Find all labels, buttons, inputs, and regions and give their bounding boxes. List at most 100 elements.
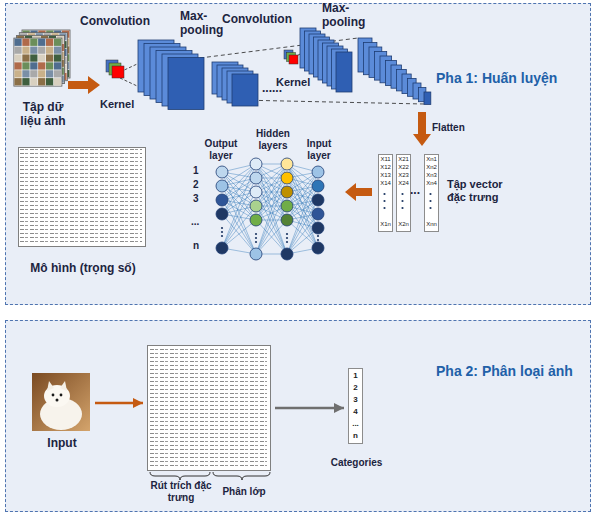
image-stack-piece (46, 39, 53, 46)
image-stack-piece (57, 60, 64, 67)
generated-illustration (14, 28, 432, 260)
dog-eye (52, 394, 55, 397)
network-link (256, 164, 287, 220)
network-link (287, 200, 318, 206)
image-stack-piece (28, 33, 35, 40)
network-link (222, 172, 256, 192)
image-stack-piece (25, 75, 32, 82)
phase-panel: Pha 2: Phân loại ảnhInputRút trích đặc t… (5, 320, 591, 512)
network-link (222, 164, 256, 172)
image-stack-piece (38, 70, 45, 77)
image-stack-piece (41, 36, 48, 43)
ellipsis-dot (317, 239, 319, 241)
ellipsis-dot (317, 243, 319, 245)
image-stack-piece (44, 57, 51, 64)
image-stack-piece (57, 44, 64, 51)
image-stack-piece (33, 75, 40, 82)
node-text: Xn2 (425, 164, 438, 171)
network-link (256, 164, 287, 192)
image-stack-piece (59, 41, 66, 48)
network-link (222, 248, 256, 254)
feature-map-stack-piece (332, 49, 348, 89)
feature-map-stack-piece (314, 37, 330, 77)
network-link (222, 220, 256, 248)
node-text: X11 (379, 156, 392, 163)
node-text: X23 (397, 172, 410, 179)
flow-arrow (275, 407, 344, 410)
weight-matrix-texture (20, 149, 142, 243)
feature-map-stack-piece (156, 51, 192, 103)
ellipsis-dot (221, 231, 223, 233)
image-stack-piece (59, 57, 66, 64)
image-stack-piece (62, 38, 69, 45)
node-text: Categories (324, 457, 389, 469)
network-link (222, 192, 256, 248)
flow-arrow (95, 402, 143, 405)
node-text: X24 (397, 180, 410, 187)
image-stack-piece (36, 49, 43, 56)
ellipsis-dot (429, 200, 431, 202)
image-stack-piece (22, 70, 29, 77)
node-text: Mô hình (trọng số) (9, 262, 157, 276)
network-link (256, 192, 287, 206)
neuron (250, 172, 262, 184)
ellipsis-dot (383, 193, 385, 195)
network-link (256, 206, 287, 207)
neuron (250, 158, 262, 170)
neuron (281, 214, 293, 226)
network-link (287, 186, 318, 192)
image-stack-piece (54, 62, 61, 69)
image-stack-piece (49, 44, 56, 51)
pooled-map-stack-piece (391, 65, 401, 88)
image-stack-piece (36, 65, 43, 72)
network-link (222, 214, 256, 220)
network-link (256, 178, 287, 220)
image-stack-piece (62, 70, 69, 77)
node-text: X2n (397, 221, 410, 228)
neuron (216, 208, 228, 220)
network-link (287, 172, 318, 206)
pooled-map-stack-piece (413, 83, 421, 99)
image-stack-piece (54, 39, 61, 46)
image-stack-piece (38, 39, 45, 46)
network-link (287, 164, 318, 200)
image-stack-piece (30, 78, 37, 85)
network-link (222, 178, 256, 214)
image-stack-piece (22, 39, 29, 46)
image-stack-piece (54, 70, 61, 77)
network-link (256, 192, 287, 206)
feature-map-stack-piece (336, 52, 352, 92)
feature-map-stack-piece (309, 34, 325, 74)
weight-matrix: Rút trích đặc trưngPhân lớp (147, 345, 271, 471)
image-stack-piece (14, 78, 21, 85)
network-link (287, 206, 318, 214)
pooled-map-stack-piece (419, 88, 426, 102)
kernel-symbol-piece (106, 60, 118, 72)
network-link (287, 228, 318, 254)
neuron (281, 186, 293, 198)
image-stack-piece (54, 62, 61, 69)
ellipsis-dot (429, 207, 431, 209)
image-stack-piece (51, 49, 58, 56)
image-stack-piece (33, 44, 40, 51)
image-stack-piece (30, 62, 37, 69)
image-stack-piece (30, 70, 37, 77)
network-link (222, 200, 256, 206)
ellipsis-dot (286, 237, 288, 239)
network-link (256, 164, 287, 178)
ellipsis-dot (317, 235, 319, 237)
node-text: Tập dữ liệu ảnh (13, 101, 73, 129)
image-stack-piece (25, 44, 32, 51)
image-stack-piece (49, 36, 56, 43)
projection-line (293, 44, 318, 58)
dog-eye (60, 394, 63, 397)
ellipsis-dot (255, 233, 257, 235)
image-stack-piece (22, 62, 29, 69)
neuron (250, 214, 262, 226)
dog-ear (47, 381, 54, 391)
network-link (256, 178, 287, 254)
network-link (256, 206, 287, 254)
image-stack-piece (17, 68, 24, 75)
network-link (256, 206, 287, 254)
network-link (256, 206, 287, 220)
